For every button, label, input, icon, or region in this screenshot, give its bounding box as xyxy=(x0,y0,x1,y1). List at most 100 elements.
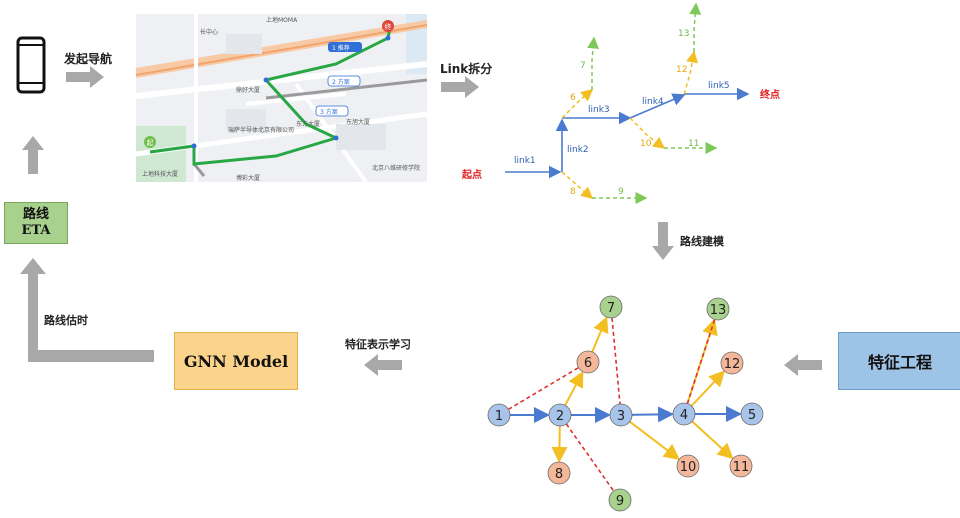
graph-node-circle xyxy=(548,403,572,427)
link2-label: link2 xyxy=(567,145,589,155)
graph-node-circle xyxy=(720,351,744,375)
side-number: 12 xyxy=(676,65,687,75)
graph-node-label: 13 xyxy=(710,303,727,318)
graph-node-5: 5 xyxy=(740,402,764,426)
graph-node-circle xyxy=(729,454,753,478)
link-decomposition-diagram: 起点 终点 link1 link2 link3 link4 link5 6 7 … xyxy=(461,2,780,204)
map-label: 鼎好大厦 xyxy=(236,86,260,94)
map-start-marker: 起 xyxy=(147,139,154,147)
map-screenshot: 起 终 上地MOMA 长中心 1 推荐 2 方案 3 方案 鼎好大厦 东方大厦 … xyxy=(136,14,427,182)
end-point-label: 终点 xyxy=(760,88,780,101)
map-label: 3 方案 xyxy=(320,108,338,116)
side-link-8 xyxy=(561,171,594,199)
graph-node-circle xyxy=(676,454,700,478)
start-navigation-label: 发起导航 xyxy=(64,52,113,66)
map-end-marker: 终 xyxy=(385,22,392,31)
graph-node-6: 6 xyxy=(576,350,600,374)
side-link-12 xyxy=(683,50,699,95)
arrow-to-gnn xyxy=(364,354,402,376)
graph-node-8: 8 xyxy=(547,461,571,485)
graph-edge-4-13 xyxy=(686,319,716,404)
graph-node-label: 2 xyxy=(556,409,564,424)
graph-node-circle xyxy=(672,402,696,426)
arrow-to-links xyxy=(441,76,479,98)
route-eta-line1: 路线 xyxy=(22,207,49,222)
graph-node-label: 5 xyxy=(748,408,756,423)
side-link-10 xyxy=(629,117,666,149)
graph-node-3: 3 xyxy=(609,403,633,427)
graph-node-label: 7 xyxy=(607,301,615,316)
arrow-gnn-to-eta xyxy=(20,258,154,362)
side-link-7 xyxy=(587,36,600,90)
side-number: 13 xyxy=(678,29,689,39)
side-number: 7 xyxy=(580,61,586,71)
map-label: 长中心 xyxy=(200,28,218,36)
arrow-from-feature-engineering xyxy=(784,354,822,376)
map-label: 瑞萨半导体北京有限公司 xyxy=(228,126,294,134)
side-number: 8 xyxy=(570,187,576,197)
route-estimation-label: 路线估时 xyxy=(44,314,88,327)
route-eta-box: 路线 ETA xyxy=(4,202,68,244)
graph-edge-3-10 xyxy=(629,420,681,460)
start-point-label: 起点 xyxy=(461,168,482,181)
side-number: 6 xyxy=(570,93,576,103)
link1-label: link1 xyxy=(514,156,536,166)
graph-node-label: 4 xyxy=(680,408,688,423)
route-modeling-label: 路线建模 xyxy=(680,235,724,248)
map-label: 博彩大厦 xyxy=(236,174,260,182)
graph-node-label: 3 xyxy=(617,409,625,424)
side-link-6 xyxy=(561,89,594,119)
graph-edge-3-4 xyxy=(631,406,675,423)
gnn-model-box: GNN Model xyxy=(174,332,298,390)
link3-label: link3 xyxy=(588,105,610,115)
map-label: 东旭大厦 xyxy=(346,118,370,126)
link4-line xyxy=(629,93,686,119)
graph-node-label: 6 xyxy=(584,356,592,371)
graph-edge-7-3 xyxy=(611,317,621,405)
link5-label: link5 xyxy=(708,81,730,91)
graph-node-1: 1 xyxy=(487,403,511,427)
graph-node-10: 10 xyxy=(676,454,700,478)
graph-node-4: 4 xyxy=(672,402,696,426)
route-eta-line2: ETA xyxy=(21,223,51,238)
graph-edge-4-11 xyxy=(691,420,734,460)
feature-learning-label: 特征表示学习 xyxy=(345,338,411,351)
graph-node-circle xyxy=(547,461,571,485)
graph-node-circle xyxy=(740,402,764,426)
graph-node-label: 10 xyxy=(680,460,697,475)
graph-node-circle xyxy=(599,295,623,319)
graph-edge-6-7 xyxy=(591,316,609,353)
graph-node-13: 13 xyxy=(706,297,730,321)
graph-node-circle xyxy=(706,297,730,321)
graph-edge-2-6 xyxy=(564,370,584,406)
map-label: 上地MOMA xyxy=(266,16,298,24)
arrow-to-graph xyxy=(652,222,674,260)
graph-edge-2-9 xyxy=(565,423,615,492)
graph-edge-4-12 xyxy=(690,370,726,407)
phone-icon xyxy=(16,36,46,94)
map-label: 1 推荐 xyxy=(332,44,350,52)
graph-node-label: 12 xyxy=(724,357,741,372)
graph-node-circle xyxy=(608,488,632,512)
graph-node-label: 1 xyxy=(495,409,503,424)
map-label: 2 方案 xyxy=(332,78,350,86)
arrow-to-map xyxy=(66,66,104,88)
arrow-eta-to-phone xyxy=(22,136,44,174)
graph-node-11: 11 xyxy=(729,454,753,478)
side-number: 10 xyxy=(640,139,652,149)
map-label: 东方大厦 xyxy=(296,120,320,128)
graph-edge-1-6 xyxy=(508,366,579,411)
graph-node-label: 11 xyxy=(733,460,750,475)
graph-node-circle xyxy=(487,403,511,427)
graph-edge-2-8 xyxy=(551,425,568,464)
graph-node-label: 9 xyxy=(616,494,624,509)
graph-node-7: 7 xyxy=(599,295,623,319)
graph-node-12: 12 xyxy=(720,351,744,375)
map-label: 上地科技大厦 xyxy=(142,170,178,178)
side-number: 11 xyxy=(688,139,699,149)
side-number: 9 xyxy=(618,187,624,197)
graph-node-circle xyxy=(609,403,633,427)
feature-engineering-box: 特征工程 xyxy=(838,332,960,390)
